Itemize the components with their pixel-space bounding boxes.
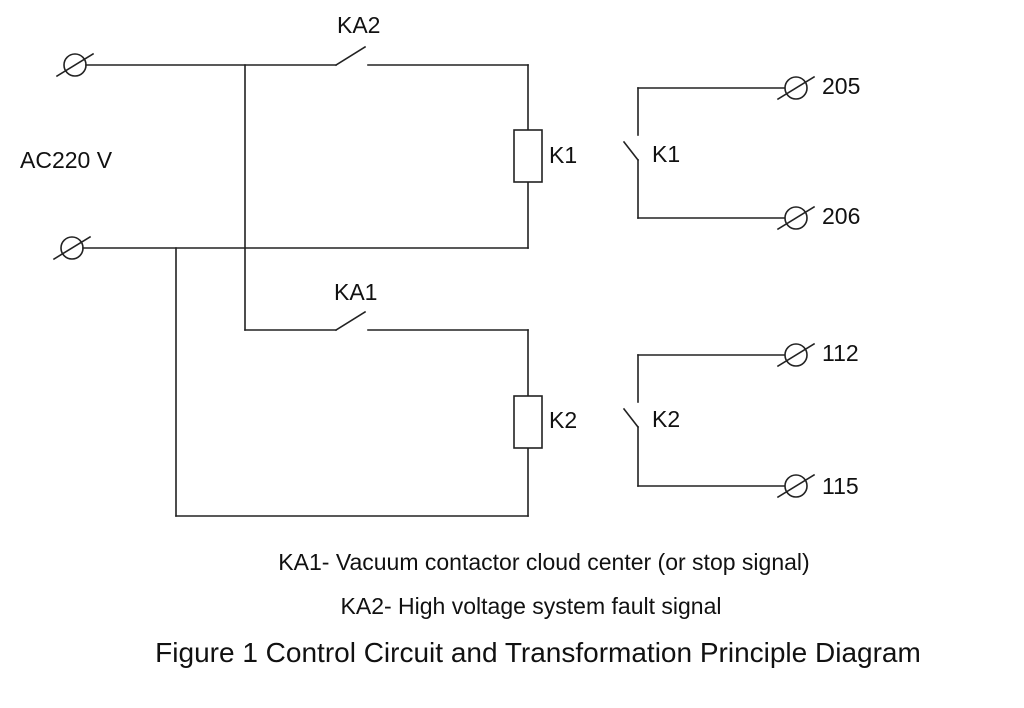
terminal-115	[776, 473, 816, 499]
terminal-205-label: 205	[822, 73, 860, 99]
terminal-206	[776, 205, 816, 231]
terminal-115-label: 115	[822, 473, 859, 499]
bottom-supply-wire	[82, 247, 529, 517]
terminal-112	[776, 342, 816, 368]
k2-coil-label: K2	[549, 407, 577, 433]
k2-output-contact-label: K2	[652, 406, 680, 432]
ka2-contact	[334, 45, 529, 67]
k1-coil	[513, 129, 543, 183]
ka2-contact-label: KA2	[337, 12, 380, 38]
k1-output-contact	[622, 87, 786, 219]
legend-ka1: KA1- Vacuum contactor cloud center (or s…	[278, 549, 809, 575]
terminal-206-label: 206	[822, 203, 860, 229]
figure-caption: Figure 1 Control Circuit and Transformat…	[155, 637, 921, 668]
k2-coil	[513, 395, 543, 449]
k2-output-contact	[622, 354, 786, 487]
k1-output-contact-label: K1	[652, 141, 680, 167]
top-supply-wire	[85, 64, 337, 331]
ka1-contact-label: KA1	[334, 279, 377, 305]
terminal-112-label: 112	[822, 340, 859, 366]
terminal-205	[776, 75, 816, 101]
k1-coil-label: K1	[549, 142, 577, 168]
legend-ka2: KA2- High voltage system fault signal	[341, 593, 722, 619]
ka1-contact	[334, 310, 529, 332]
supply-label: AC220 V	[20, 147, 113, 173]
